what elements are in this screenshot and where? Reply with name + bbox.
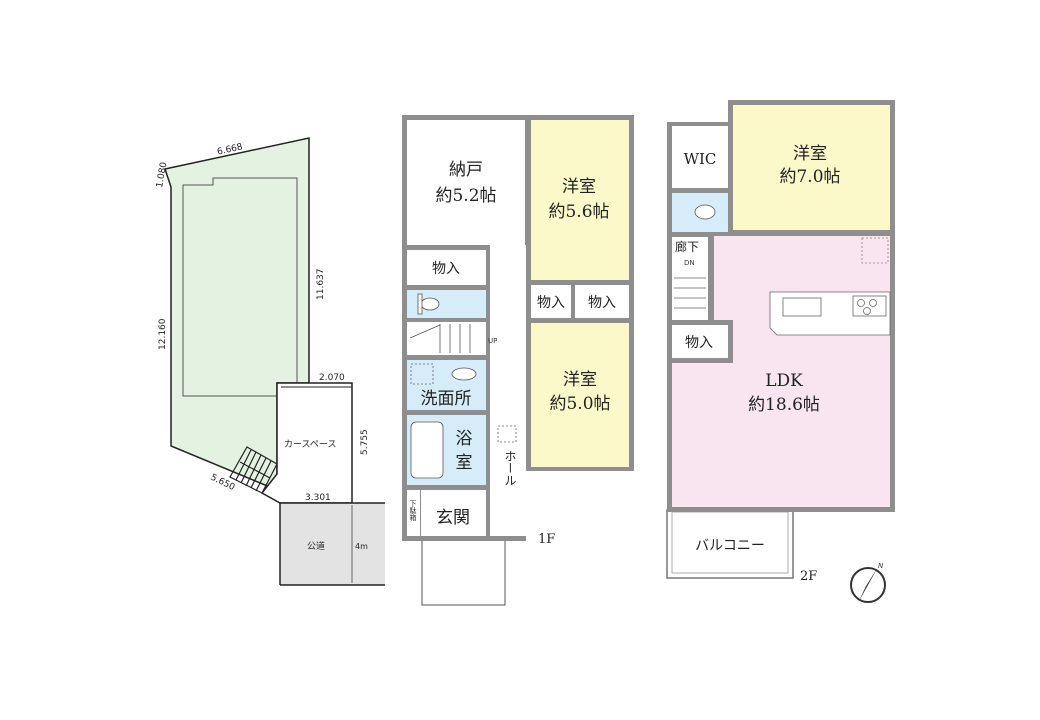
room-western-5-6[interactable] [531, 120, 629, 280]
stairs-1f[interactable] [407, 322, 486, 355]
washroom[interactable] [407, 360, 486, 410]
dim-top-left: 1.080 [155, 161, 169, 188]
stairs-down-label: DN [684, 259, 695, 267]
bath-label-1: 浴 [456, 429, 473, 449]
car-space-label: カースペース [284, 439, 336, 450]
dim-car-top: 2.070 [319, 373, 345, 383]
wash-basin [451, 367, 477, 381]
corridor[interactable] [672, 237, 708, 267]
closet-2f[interactable] [672, 325, 728, 358]
storage-room-size: 約5.2帖 [435, 186, 496, 206]
dim-frontage: 3.301 [305, 493, 331, 503]
toilet-2f-fixture [694, 204, 716, 220]
porch [421, 534, 506, 606]
site-plan: 6.668 1.080 12.160 11.637 2.070 5.755 3.… [155, 137, 385, 586]
compass-north-label: N [878, 562, 884, 570]
road-width-label: 4m [355, 542, 368, 551]
stairs-treads [409, 324, 471, 353]
floor-2-label: 2F [800, 569, 817, 584]
dim-car-right: 5.755 [360, 429, 370, 455]
underfloor-storage [497, 425, 517, 443]
western-7-name: 洋室 [793, 144, 827, 164]
closet-2f-label: 物入 [685, 335, 713, 351]
stairs-2f-treads [674, 277, 706, 309]
shoe-box [407, 490, 420, 536]
entrance-label: 玄関 [436, 508, 470, 528]
stairs-2f[interactable] [672, 267, 708, 320]
floor-1-label: 1F [538, 532, 555, 547]
toilet-fixture [420, 297, 440, 311]
entrance[interactable] [421, 490, 486, 536]
western-b-name: 洋室 [563, 370, 597, 390]
closet-3[interactable] [575, 285, 629, 318]
room-western-7-0[interactable] [733, 105, 890, 230]
stove-icon [852, 295, 887, 317]
ldk-vent [861, 237, 889, 264]
building-footprint [182, 177, 298, 397]
hall-label: ホール [503, 450, 517, 486]
floor-2: WIC 洋室 約7.0帖 廊下 DN 物入 LDK 約18.6帖 バルコニー 2… [666, 100, 895, 603]
dim-left: 12.160 [158, 318, 168, 350]
western-a-size: 約5.6帖 [548, 202, 609, 222]
wic[interactable] [672, 126, 728, 188]
shoe-box-label: 下駄箱 [409, 500, 417, 522]
balcony[interactable] [666, 509, 794, 579]
closet-3-label: 物入 [588, 295, 616, 311]
hall[interactable] [490, 245, 526, 536]
closet-2-label: 物入 [537, 295, 565, 311]
room-storage[interactable] [407, 120, 525, 245]
compass-icon: N [850, 562, 886, 603]
bath-label-2: 室 [456, 453, 473, 473]
western-b-size: 約5.0帖 [549, 394, 610, 414]
washroom-vent [410, 363, 434, 385]
road-label: 公道 [307, 540, 325, 552]
ldk-size: 約18.6帖 [748, 395, 820, 415]
room-western-5-0[interactable] [531, 323, 629, 467]
bathtub [410, 421, 444, 479]
public-road [280, 503, 385, 585]
closet-1-label: 物入 [432, 261, 460, 277]
balcony-label: バルコニー [695, 538, 765, 554]
dim-right: 11.637 [316, 269, 326, 301]
corridor-label: 廊下 [675, 239, 699, 254]
ldk-name: LDK [765, 371, 803, 391]
stairs-up-label: UP [488, 337, 497, 345]
closet-1[interactable] [407, 250, 486, 285]
floor-1: 納戸 約5.2帖 洋室 約5.6帖 洋室 約5.0帖 物入 物入 物入 洗面所 … [402, 115, 634, 606]
toilet-tank [417, 293, 423, 315]
dim-bottom-left: 5.650 [209, 473, 237, 493]
wic-label: WIC [684, 150, 717, 168]
kitchen-sink [782, 297, 822, 317]
western-a-name: 洋室 [562, 177, 596, 197]
washroom-label: 洗面所 [421, 389, 472, 409]
western-7-size: 約7.0帖 [779, 167, 840, 187]
exterior-stairs [229, 446, 278, 494]
storage-room-name: 納戸 [449, 160, 483, 180]
closet-2[interactable] [531, 285, 571, 318]
